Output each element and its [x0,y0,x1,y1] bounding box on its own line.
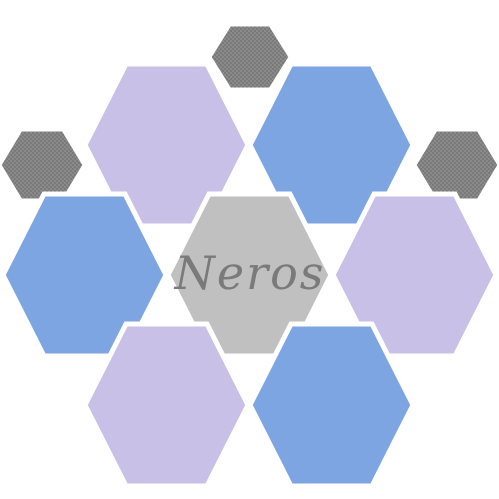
logo-text: Neros [174,246,326,300]
hexagon-middle-right [330,191,499,359]
hexagon-bottom-right [247,321,416,489]
hexagon-bottom-left [82,321,251,489]
small-hexagon-right [413,128,499,202]
small-hexagon-top [208,23,292,91]
small-hexagon-left [0,128,86,202]
